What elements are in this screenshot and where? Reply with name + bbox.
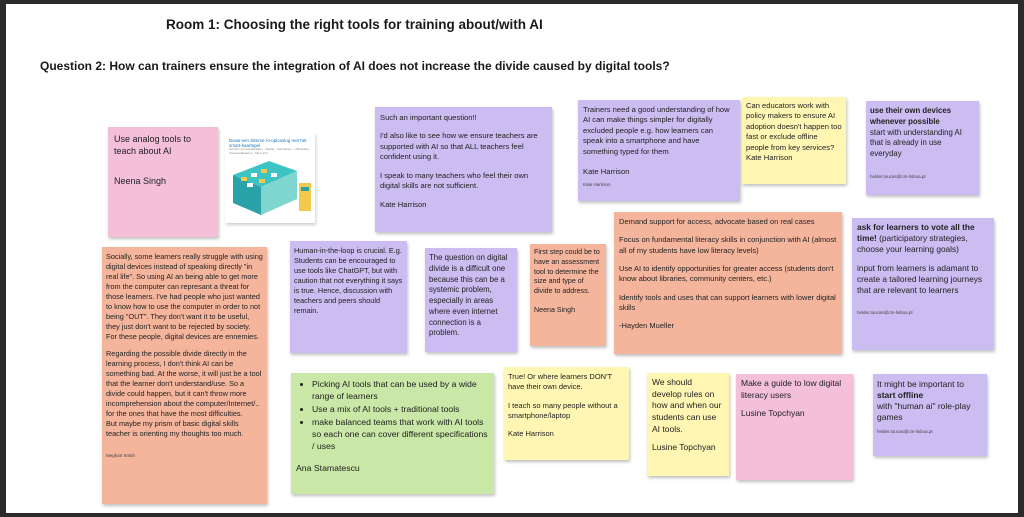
image-subline: Tel hier met bouwblokken · Starter · Geb… — [229, 147, 311, 155]
sticky-note-learners-vote[interactable]: ask for learners to vote all the time! (… — [852, 218, 994, 350]
sticky-note-important-question[interactable]: Such an important question!! I'd also li… — [375, 107, 552, 232]
note-tag: Meghan Smith — [106, 452, 136, 458]
sticky-note-picking-ai-tools[interactable]: Picking AI tools that can be used by a w… — [291, 373, 494, 494]
sticky-note-first-step[interactable]: First step could be to have an assessmen… — [530, 244, 606, 346]
note-text: Can educators work with policy makers to… — [746, 101, 842, 152]
note-author: Neena Singh — [534, 305, 576, 314]
note-text: It might be important to — [877, 379, 964, 389]
image-caption: Bouw een slimme AI-oplossing met het sma… — [229, 138, 307, 149]
note-email: helder.toucas@cm-lisboa.pt — [870, 173, 926, 179]
note-email: helder.toucas@cm-lisboa.pt — [857, 309, 913, 315]
note-paragraph: Regarding the possible divide directly i… — [106, 348, 262, 418]
note-paragraph: Such an important question!! — [380, 113, 477, 122]
note-tag: Kate Harrison — [583, 181, 611, 187]
note-author: Neena Singh — [114, 176, 167, 187]
note-author: Lusine Topchyan — [652, 441, 716, 452]
note-paragraph: True! Or where learners DON'T have their… — [508, 372, 612, 392]
note-author: Kate Harrison — [583, 167, 630, 177]
sticky-note-policy-makers[interactable]: Can educators work with policy makers to… — [742, 97, 846, 184]
note-text: start with understanding AI that is alre… — [870, 127, 962, 159]
list-item: Picking AI tools that can be used by a w… — [312, 378, 489, 402]
sticky-note-start-offline[interactable]: It might be important to start offline w… — [873, 374, 987, 456]
note-author: Kate Harrison — [380, 199, 427, 209]
note-text: We should develop rules on how and when … — [652, 377, 722, 434]
sticky-note-analog-tools[interactable]: Use analog tools to teach about AI Neena… — [108, 127, 218, 237]
sticky-note-digital-divide[interactable]: The question on digital divide is a diff… — [425, 248, 517, 352]
note-text: Trainers need a good understanding of ho… — [583, 105, 730, 156]
note-paragraph: Socially, some learners really struggle … — [106, 252, 263, 341]
note-paragraph: But maybe my prism of basic digital skil… — [106, 418, 244, 438]
note-text: First step could be to have an assessmen… — [534, 248, 600, 296]
question-heading: Question 2: How can trainers ensure the … — [40, 59, 670, 73]
note-paragraph: I teach so many people without a smartph… — [508, 400, 618, 421]
note-text: (participatory strategies, choose your l… — [857, 232, 968, 254]
sticky-note-no-device[interactable]: True! Or where learners DON'T have their… — [504, 367, 629, 460]
room-title: Room 1: Choosing the right tools for tra… — [166, 17, 543, 32]
tips-list: Picking AI tools that can be used by a w… — [296, 378, 489, 452]
note-text: Use analog tools to teach about AI — [114, 134, 192, 157]
note-text: Make a guide to low digital literacy use… — [741, 378, 842, 400]
note-paragraph: I speak to many teachers who feel their … — [380, 170, 529, 191]
note-author: Ana Stamatescu — [296, 463, 360, 473]
note-author: -Hayden Mueller — [619, 321, 675, 331]
note-text-block: It might be important to start offline — [877, 379, 983, 401]
note-paragraph: Focus on fundamental literacy skills in … — [619, 235, 837, 255]
card-game-box-illustration — [233, 161, 311, 215]
note-paragraph: Demand support for access, advocate base… — [619, 217, 815, 226]
note-paragraph: I'd also like to see how we ensure teach… — [380, 131, 538, 162]
note-highlight: start offline — [877, 390, 924, 401]
sticky-note-human-in-the-loop[interactable]: Human-in-the-loop is crucial. E.g. Stude… — [290, 241, 407, 353]
list-item: Use a mix of AI tools + traditional tool… — [312, 403, 489, 415]
note-author: Kate Harrison — [508, 429, 554, 439]
note-highlight: ask for learners to vote all the time! — [857, 222, 975, 243]
sticky-note-low-literacy-guide[interactable]: Make a guide to low digital literacy use… — [736, 374, 853, 480]
note-paragraph: input from learners is adamant to create… — [857, 262, 982, 295]
sticky-note-demand-support[interactable]: Demand support for access, advocate base… — [614, 212, 842, 354]
note-email: helder.toucas@cm-lisboa.pt — [877, 429, 933, 435]
note-highlight: use their own devices whenever possible — [870, 106, 952, 126]
sticky-note-own-devices[interactable]: use their own devices whenever possible … — [866, 101, 979, 195]
note-paragraph: Use AI to identify opportunities for gre… — [619, 264, 834, 284]
image-card[interactable]: Bouw een slimme AI-oplossing met het sma… — [225, 133, 315, 223]
sticky-note-develop-rules[interactable]: We should develop rules on how and when … — [647, 373, 729, 476]
list-item: make balanced teams that work with AI to… — [312, 416, 489, 452]
note-text-block: ask for learners to vote all the time! (… — [857, 222, 989, 255]
sticky-note-social-struggle[interactable]: Socially, some learners really struggle … — [102, 247, 267, 504]
note-author: Kate Harrison — [746, 153, 793, 163]
note-author: Lusine Topchyan — [741, 408, 805, 419]
sticky-note-trainer-understanding[interactable]: Trainers need a good understanding of ho… — [578, 100, 740, 201]
note-text: The question on digital divide is a diff… — [429, 253, 508, 338]
note-paragraph: Identify tools and uses that can support… — [619, 292, 836, 313]
note-text: with "human ai" role-play games — [877, 401, 971, 423]
note-text: Human-in-the-loop is crucial. E.g. Stude… — [294, 246, 403, 316]
